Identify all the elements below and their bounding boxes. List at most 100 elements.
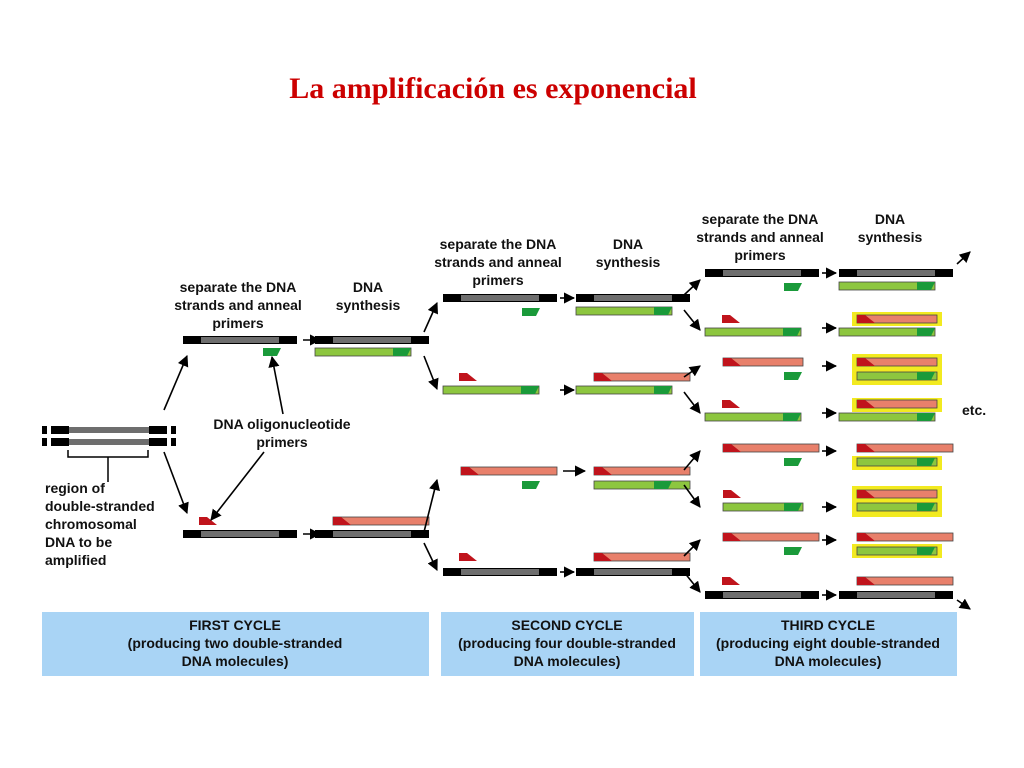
primer-red bbox=[857, 577, 875, 585]
primer-red bbox=[594, 553, 612, 561]
arrow bbox=[683, 450, 701, 471]
cycle-band-second: SECOND CYCLE (producing four double-stra… bbox=[441, 612, 694, 676]
new-strand bbox=[838, 281, 936, 291]
primer-red bbox=[723, 533, 741, 541]
svg-text:DNA molecules): DNA molecules) bbox=[775, 653, 882, 669]
template-strand bbox=[443, 568, 557, 576]
chromosome-region bbox=[69, 439, 149, 445]
primer-red bbox=[857, 444, 875, 452]
primer-red bbox=[857, 533, 875, 541]
arrow-separate-top bbox=[163, 354, 189, 411]
continuation-arrow bbox=[956, 251, 971, 265]
new-strand bbox=[838, 412, 936, 422]
primer-red bbox=[199, 517, 217, 525]
primer-red bbox=[333, 517, 351, 525]
chromosome-end bbox=[149, 426, 167, 434]
primer-green bbox=[521, 386, 539, 394]
cycle-band-first: FIRST CYCLE (producing two double-strand… bbox=[42, 612, 429, 676]
svg-text:double-stranded: double-stranded bbox=[45, 498, 155, 514]
svg-text:DNA: DNA bbox=[875, 211, 905, 227]
arrow bbox=[683, 484, 701, 508]
new-strand bbox=[575, 385, 673, 395]
primer-green bbox=[917, 503, 935, 511]
new-strand bbox=[314, 347, 412, 357]
template-strand bbox=[315, 336, 429, 344]
primer-green bbox=[784, 503, 802, 511]
arrow bbox=[683, 365, 701, 378]
primer-red bbox=[723, 358, 741, 366]
svg-text:synthesis: synthesis bbox=[596, 254, 661, 270]
new-strand bbox=[838, 327, 936, 337]
primer-red bbox=[461, 467, 479, 475]
label-synthesis-second: DNA synthesis bbox=[596, 236, 661, 270]
highlight-group bbox=[852, 312, 942, 558]
template-strand bbox=[839, 269, 953, 277]
pointer-primer-bottom bbox=[210, 451, 265, 521]
label-synthesis-first: DNA synthesis bbox=[336, 279, 401, 313]
svg-text:separate the DNA: separate the DNA bbox=[440, 236, 557, 252]
label-region: region of double-stranded chromosomal DN… bbox=[45, 480, 155, 568]
svg-text:FIRST CYCLE: FIRST CYCLE bbox=[189, 617, 281, 633]
primer-green bbox=[784, 458, 802, 466]
primer-red bbox=[723, 444, 741, 452]
arrow bbox=[423, 355, 439, 391]
svg-text:separate the DNA: separate the DNA bbox=[702, 211, 819, 227]
slide-title: La amplificación es exponencial bbox=[289, 72, 697, 105]
label-separate-third: separate the DNA strands and anneal prim… bbox=[696, 211, 824, 263]
svg-text:(producing four double-strande: (producing four double-stranded bbox=[458, 635, 676, 651]
template-strand bbox=[705, 269, 819, 277]
new-strand bbox=[442, 385, 540, 395]
primer-green bbox=[393, 348, 411, 356]
primer-green bbox=[783, 328, 801, 336]
label-separate-first: separate the DNA strands and anneal prim… bbox=[174, 279, 302, 331]
chromosome-end bbox=[171, 438, 176, 446]
primer-green bbox=[654, 481, 672, 489]
primer-red bbox=[857, 490, 875, 498]
cycle-band-third: THIRD CYCLE (producing eight double-stra… bbox=[700, 612, 957, 676]
svg-text:DNA oligonucleotide: DNA oligonucleotide bbox=[213, 416, 350, 432]
primer-green bbox=[917, 372, 935, 380]
arrow-separate-bottom bbox=[163, 451, 189, 515]
primer-red bbox=[857, 315, 875, 323]
svg-text:strands and anneal: strands and anneal bbox=[434, 254, 562, 270]
primer-green bbox=[654, 386, 672, 394]
svg-text:separate the DNA: separate the DNA bbox=[180, 279, 297, 295]
primer-green bbox=[783, 413, 801, 421]
label-separate-second: separate the DNA strands and anneal prim… bbox=[434, 236, 562, 288]
primer-red bbox=[723, 490, 741, 498]
arrow bbox=[683, 279, 701, 296]
chromosome-end bbox=[149, 438, 167, 446]
template-strand bbox=[315, 530, 429, 538]
new-strand bbox=[575, 306, 673, 316]
label-oligo-primers: DNA oligonucleotide primers bbox=[213, 416, 350, 450]
chromosome-region bbox=[69, 427, 149, 433]
primer-red bbox=[857, 400, 875, 408]
primer-green bbox=[784, 283, 802, 291]
new-strand bbox=[593, 480, 691, 490]
primer-green bbox=[522, 481, 540, 489]
svg-text:strands and anneal: strands and anneal bbox=[696, 229, 824, 245]
template-strand bbox=[183, 530, 297, 538]
chromosome-end bbox=[51, 426, 69, 434]
template-strand bbox=[576, 568, 690, 576]
svg-text:synthesis: synthesis bbox=[336, 297, 401, 313]
svg-text:chromosomal: chromosomal bbox=[45, 516, 137, 532]
region-bracket bbox=[67, 450, 149, 482]
primer-red bbox=[722, 577, 740, 585]
label-etc: etc. bbox=[962, 402, 986, 418]
svg-text:primers: primers bbox=[256, 434, 308, 450]
svg-text:primers: primers bbox=[734, 247, 786, 263]
arrow bbox=[683, 391, 701, 414]
template-strand bbox=[576, 294, 690, 302]
primer-green bbox=[917, 413, 935, 421]
primer-green bbox=[654, 307, 672, 315]
template-strand bbox=[705, 591, 819, 599]
primer-red bbox=[857, 358, 875, 366]
svg-text:primers: primers bbox=[472, 272, 524, 288]
chromosome-end bbox=[51, 438, 69, 446]
chromosome-end bbox=[42, 426, 47, 434]
primer-red bbox=[459, 373, 477, 381]
primer-green bbox=[263, 348, 281, 356]
arrow bbox=[423, 542, 438, 572]
label-synthesis-third: DNA synthesis bbox=[858, 211, 923, 245]
